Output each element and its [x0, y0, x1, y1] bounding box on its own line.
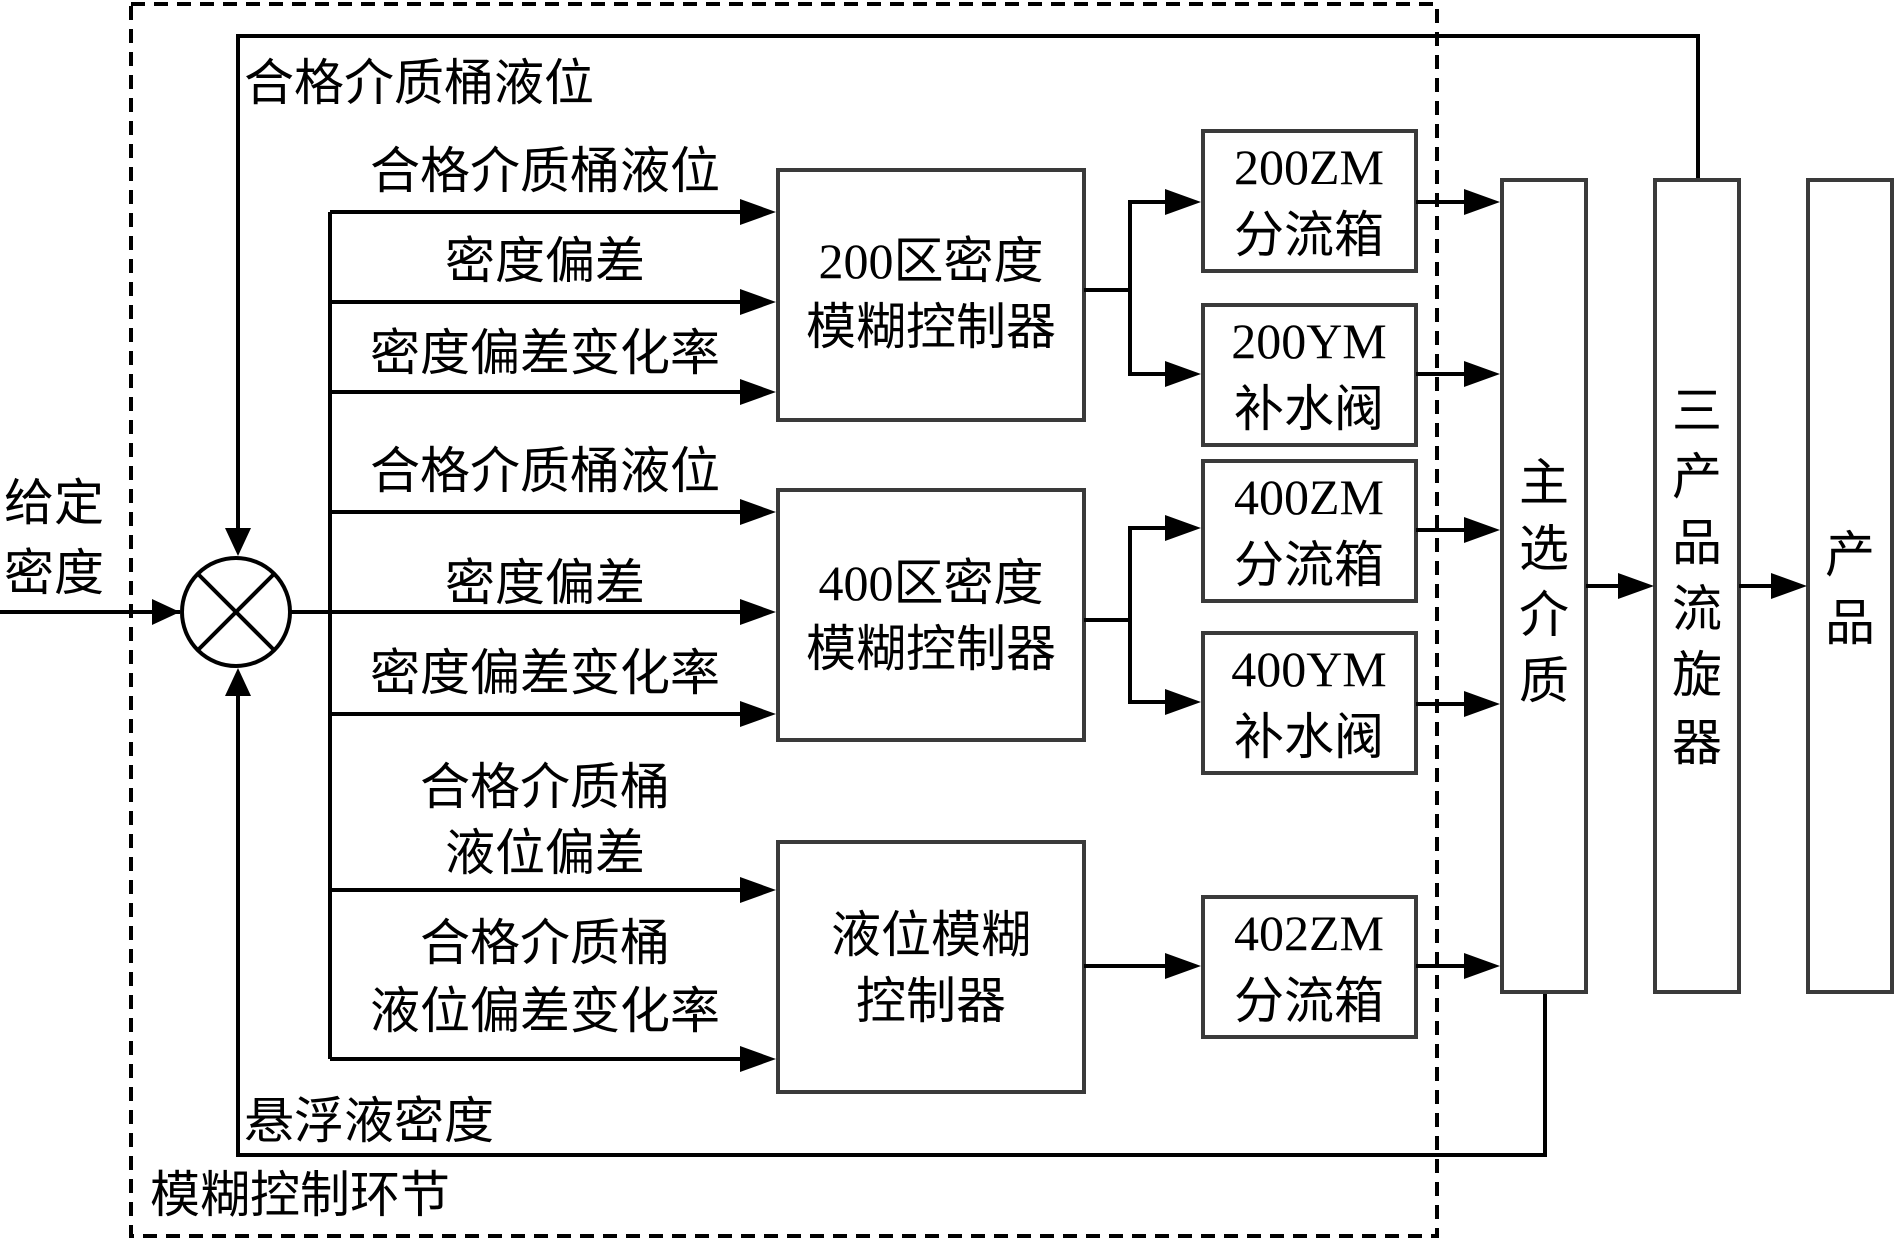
c200-to-200zm-arrowhead — [1165, 189, 1201, 215]
actuator-402zm-line1: 402ZM — [1234, 905, 1384, 961]
g1-input-3-arrowhead — [740, 379, 776, 405]
top-feedback-label: 合格介质桶液位 — [244, 55, 594, 111]
actuator-400ym-line1: 400YM — [1231, 641, 1387, 697]
main-medium-char-1: 主 — [1519, 455, 1569, 511]
actuator-200zm-line1: 200ZM — [1234, 139, 1384, 195]
c200-to-200ym-arrowhead — [1165, 361, 1201, 387]
actuator-400zm-line1: 400ZM — [1234, 469, 1384, 525]
medium-to-cyclone-arrowhead — [1618, 573, 1654, 599]
g3-input-2-arrowhead — [740, 1046, 776, 1072]
actuator-200ym-box — [1201, 303, 1418, 447]
product-char-2: 品 — [1825, 595, 1875, 651]
c400-output-branch-lower — [1128, 620, 1175, 704]
g2-input-2-arrowhead — [740, 599, 776, 625]
product-char-1: 产 — [1825, 527, 1875, 583]
cyclone-char-5: 旋 — [1672, 647, 1722, 703]
level-feedback-arrowhead — [225, 528, 251, 556]
cyclone-to-product-arrowhead — [1771, 573, 1807, 599]
actuator-400ym-box — [1201, 631, 1418, 775]
main-medium-box — [1500, 178, 1588, 994]
given-density-label-1: 给定 — [4, 475, 104, 531]
suspension-density-label: 悬浮液密度 — [244, 1093, 494, 1149]
g2-label-3: 密度偏差变化率 — [370, 645, 720, 701]
a200zm-to-medium-arrowhead — [1464, 189, 1500, 215]
controller-level-title-1: 液位模糊 — [831, 907, 1031, 963]
actuator-200ym-line1: 200YM — [1231, 313, 1387, 369]
g3-label-3: 合格介质桶 — [420, 915, 670, 971]
g2-label-1: 合格介质桶液位 — [370, 443, 720, 499]
controller-level-title-2: 控制器 — [856, 973, 1006, 1029]
a400zm-to-medium-arrowhead — [1464, 517, 1500, 543]
controller-400-box — [776, 488, 1086, 742]
g1-label-1: 合格介质桶液位 — [370, 143, 720, 199]
g1-input-2-arrowhead — [740, 289, 776, 315]
g3-label-2: 液位偏差 — [445, 825, 645, 881]
given-density-label-2: 密度 — [4, 545, 104, 601]
controller-400-title-2: 模糊控制器 — [806, 621, 1056, 677]
cyclone-char-1: 三 — [1672, 383, 1722, 439]
controller-400-title-1: 400区密度 — [819, 555, 1044, 611]
actuator-400ym-line2: 补水阀 — [1234, 709, 1384, 765]
g3-label-1: 合格介质桶 — [420, 759, 670, 815]
main-medium-char-3: 介 — [1519, 587, 1569, 643]
c200-output-branch-lower — [1128, 290, 1175, 376]
g1-input-1-arrowhead — [740, 199, 776, 225]
clevel-to-402zm-arrowhead — [1165, 953, 1201, 979]
cyclone-char-6: 器 — [1672, 715, 1722, 771]
actuator-200zm-line2: 分流箱 — [1234, 207, 1384, 263]
c400-to-400zm-arrowhead — [1165, 515, 1201, 541]
g2-input-1-arrowhead — [740, 499, 776, 525]
actuator-400zm-line2: 分流箱 — [1234, 537, 1384, 593]
density-feedback-arrowhead — [225, 668, 251, 696]
density-feedback-line — [236, 694, 1547, 1157]
cyclone-char-2: 产 — [1672, 449, 1722, 505]
level-feedback-line — [236, 34, 1700, 530]
controller-200-title-1: 200区密度 — [819, 233, 1044, 289]
cyclone-box — [1653, 178, 1741, 994]
g3-label-4: 液位偏差变化率 — [370, 983, 720, 1039]
g2-input-3-arrowhead — [740, 701, 776, 727]
g1-label-3: 密度偏差变化率 — [370, 325, 720, 381]
summing-junction — [180, 556, 292, 668]
actuator-402zm-line2: 分流箱 — [1234, 973, 1384, 1029]
cyclone-char-4: 流 — [1672, 581, 1722, 637]
main-medium-char-2: 选 — [1519, 521, 1569, 577]
product-box — [1806, 178, 1894, 994]
g1-label-2: 密度偏差 — [445, 233, 645, 289]
cyclone-char-3: 品 — [1672, 515, 1722, 571]
g3-input-1-arrowhead — [740, 877, 776, 903]
c400-to-400ym-arrowhead — [1165, 689, 1201, 715]
c200-output-branch — [1084, 200, 1175, 292]
main-medium-char-4: 质 — [1519, 653, 1569, 709]
fuzzy-section-label: 模糊控制环节 — [150, 1167, 450, 1223]
actuator-200ym-line2: 补水阀 — [1234, 381, 1384, 437]
a200ym-to-medium-arrowhead — [1464, 361, 1500, 387]
controller-200-box — [776, 168, 1086, 422]
a400ym-to-medium-arrowhead — [1464, 691, 1500, 717]
g2-label-2: 密度偏差 — [445, 555, 645, 611]
a402zm-to-medium-arrowhead — [1464, 953, 1500, 979]
given-density-arrowhead — [152, 599, 180, 625]
c400-output-branch — [1084, 526, 1175, 622]
controller-level-box — [776, 840, 1086, 1094]
controller-200-title-2: 模糊控制器 — [806, 299, 1056, 355]
fuzzy-control-boundary — [129, 2, 1439, 1238]
